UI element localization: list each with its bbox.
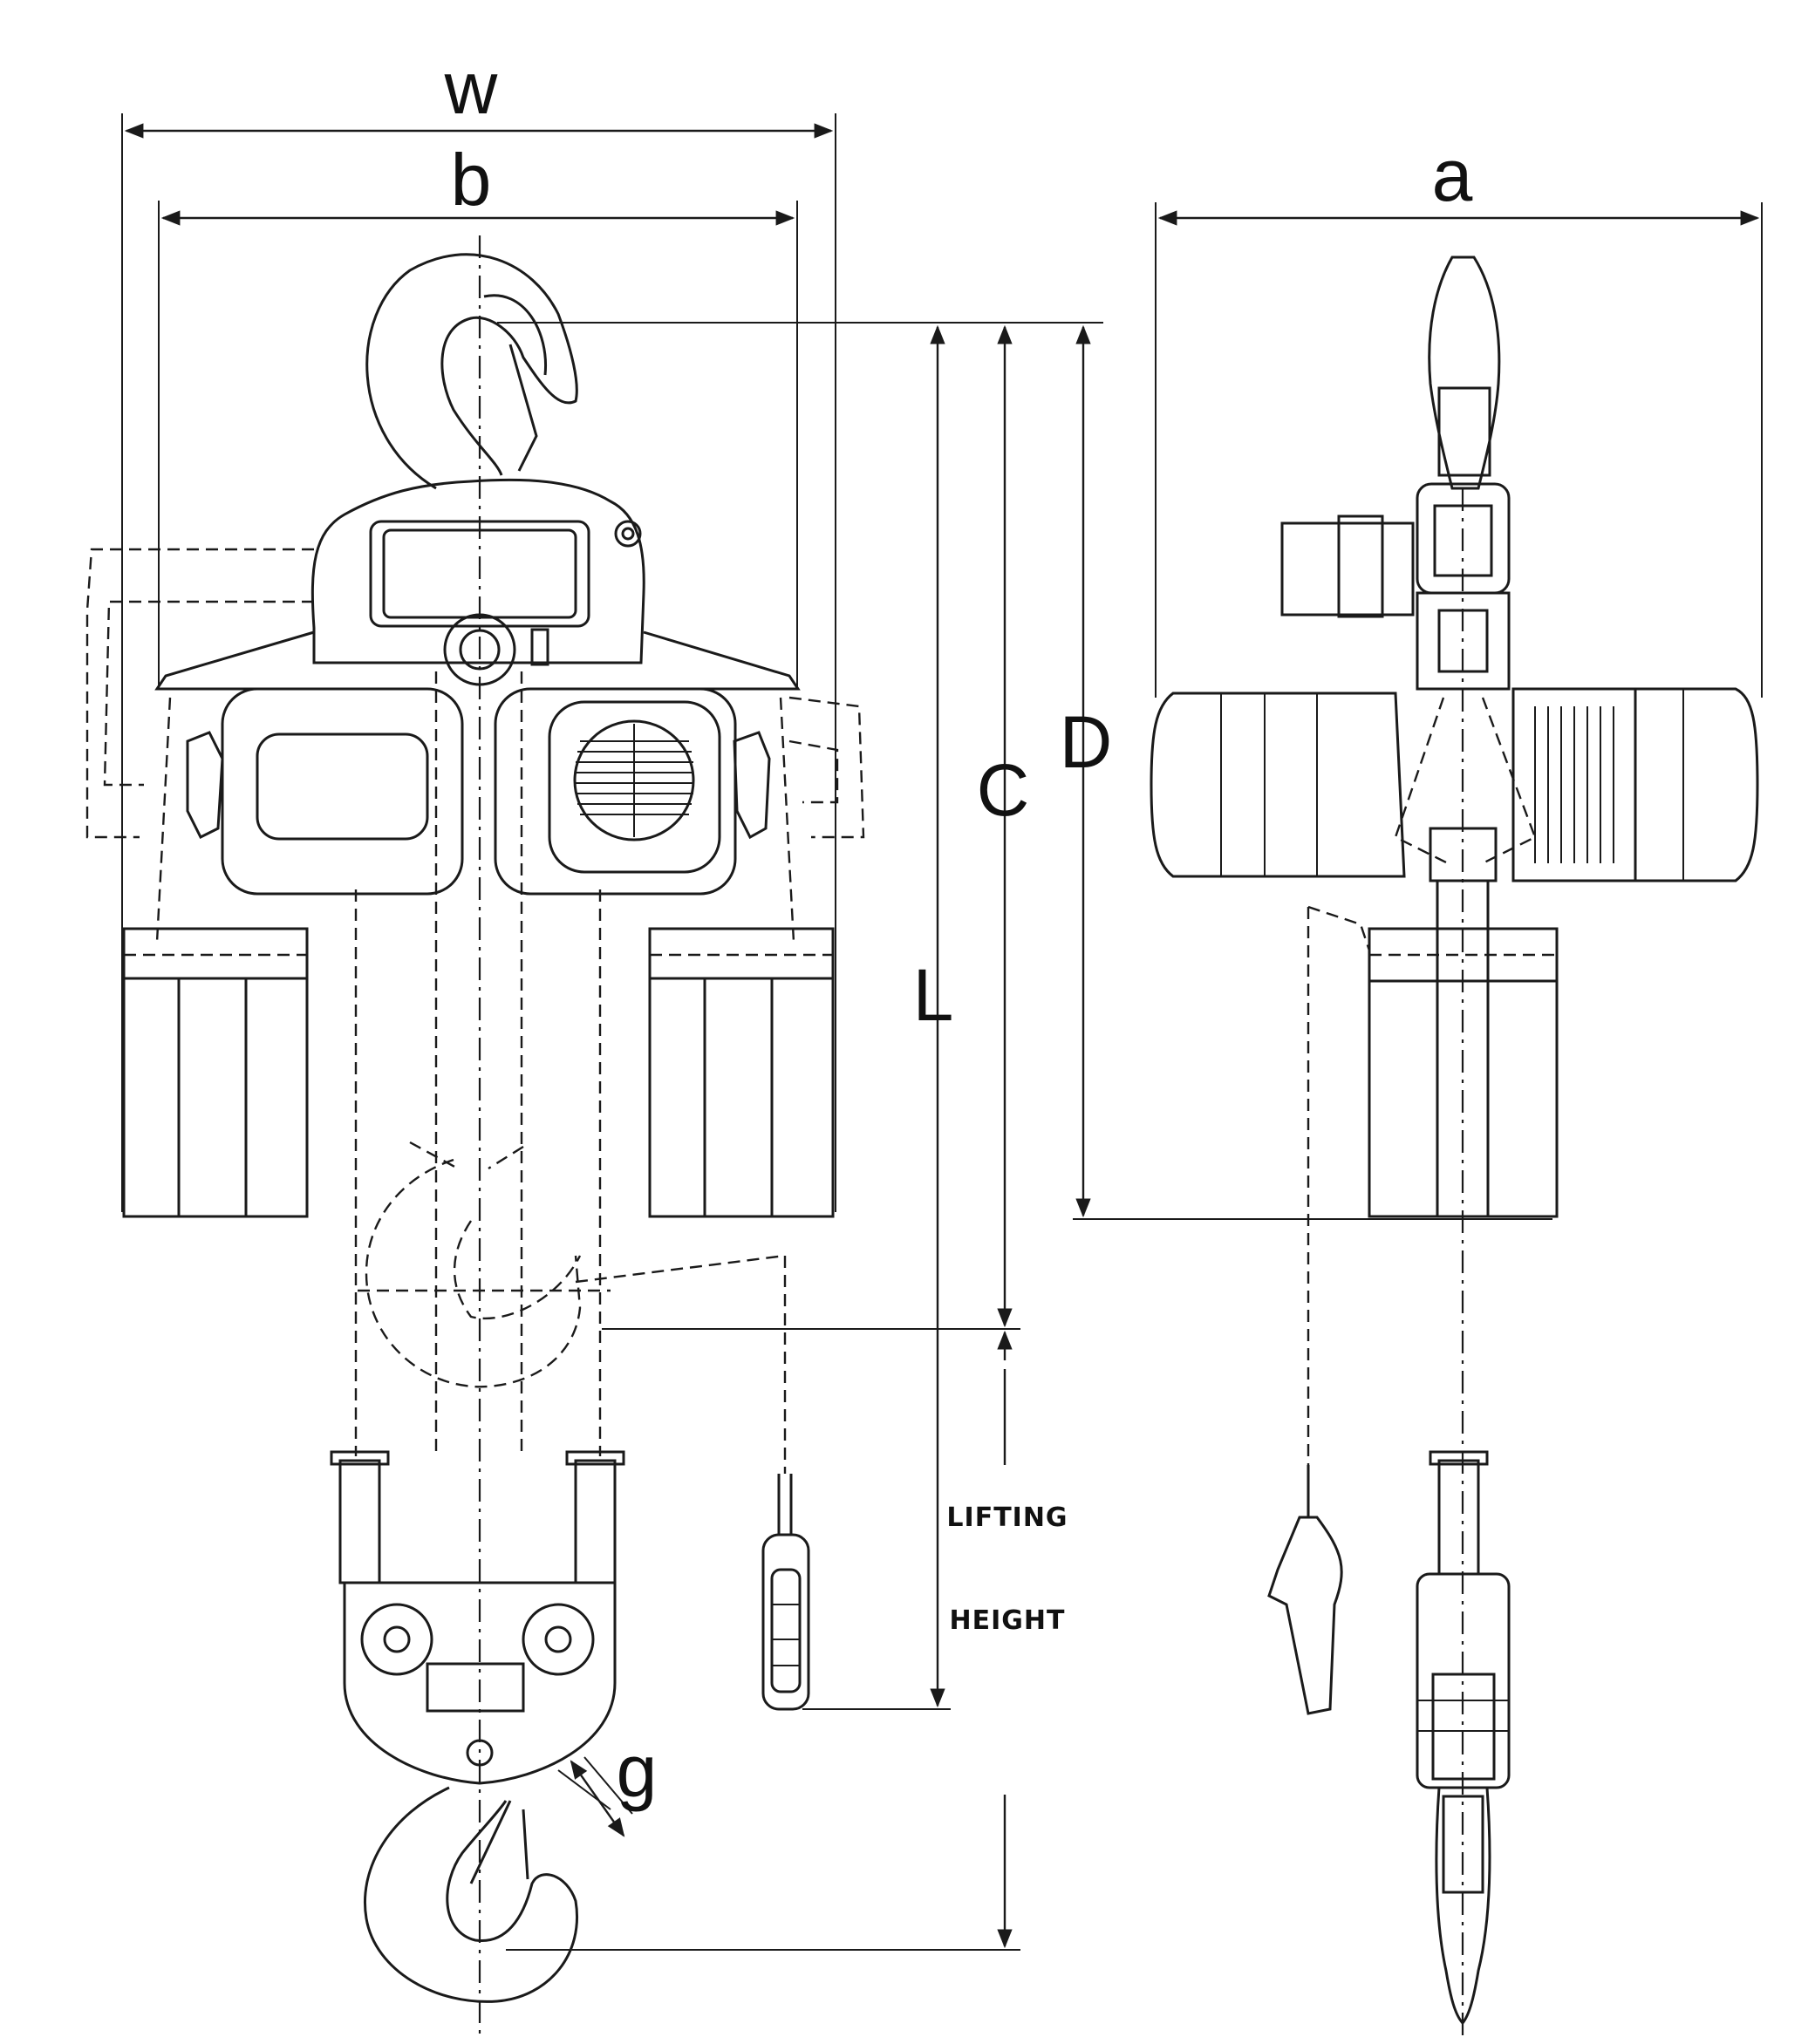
side-bottom-hook — [1435, 1786, 1491, 2026]
label-g: g — [617, 1730, 658, 1812]
hoist-body-top — [310, 478, 645, 686]
dimension-a — [1155, 202, 1763, 698]
dimension-L — [497, 322, 951, 1710]
side-chain-bucket — [1307, 879, 1559, 1218]
bottom-block — [330, 1450, 625, 1785]
right-chain-bucket — [648, 927, 835, 1218]
label-L: L — [913, 954, 954, 1036]
pendant-control — [761, 1256, 810, 1711]
motor-fan-grill — [576, 724, 693, 837]
left-chain-bucket — [122, 927, 309, 1218]
side-motor-body — [1150, 687, 1759, 882]
raised-hook-outline — [358, 1141, 786, 1388]
label-w: w — [444, 47, 498, 129]
side-frame — [1280, 482, 1511, 691]
label-D: D — [1060, 701, 1113, 783]
label-C: C — [977, 749, 1030, 831]
label-a: a — [1432, 134, 1473, 216]
left-gearbox — [186, 687, 464, 896]
bucket-hangers — [155, 697, 795, 943]
label-lifting: LIFTING — [946, 1502, 1068, 1533]
side-motor-fins — [1534, 706, 1614, 863]
dimension-C — [602, 322, 1020, 1330]
top-hook — [365, 253, 578, 490]
load-chains — [354, 235, 602, 2041]
label-b: b — [451, 139, 492, 221]
side-pendant — [1267, 1465, 1343, 1715]
side-view — [1150, 256, 1759, 2041]
side-top-hook — [1428, 256, 1501, 490]
label-height: HEIGHT — [950, 1605, 1066, 1636]
dimension-w — [121, 113, 836, 1212]
front-view — [85, 235, 865, 2041]
right-motor — [494, 687, 771, 896]
side-dashed-chains — [1307, 488, 1464, 2041]
bottom-hook — [364, 1756, 633, 2003]
dimension-lifting-height — [506, 1330, 1020, 1951]
dimension-b — [158, 201, 798, 689]
dimension-D — [1020, 322, 1552, 1220]
trolley-arms — [85, 548, 865, 839]
